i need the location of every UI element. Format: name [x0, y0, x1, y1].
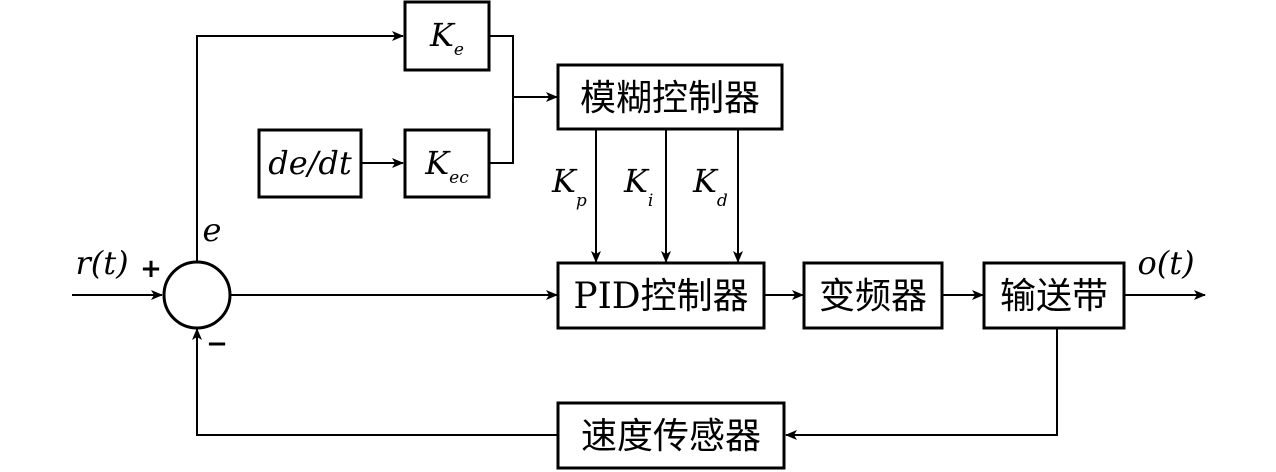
error-to-ke-wire: [196, 31, 404, 262]
derivative-block: [257, 128, 363, 199]
kd-label: Kd: [692, 162, 728, 211]
kec-gain-block: [403, 128, 491, 199]
ki-label: Ki: [623, 162, 653, 211]
ke-gain-label: Ke: [429, 16, 464, 60]
output-signal-label: o(t): [1137, 244, 1194, 282]
minus-sign: −: [206, 329, 228, 359]
kec-gain-label: Kec: [424, 144, 469, 188]
fuzzy-controller-label: 模糊控制器: [580, 78, 760, 119]
speed-sensor-label: 速度传感器: [581, 416, 761, 457]
pid-controller-block: [556, 261, 766, 330]
input-signal-label: r(t): [75, 244, 128, 282]
derivative-label: de/dt: [268, 144, 352, 182]
conveyor-belt-block: [982, 261, 1126, 330]
summing-junction: [162, 260, 232, 330]
kp-label: Kp: [551, 162, 587, 211]
error-signal-label: e: [203, 211, 222, 249]
conveyor-to-sensor-wire: [785, 328, 1058, 440]
pid-controller-label: PID控制器: [573, 276, 748, 317]
feedback-wire: [192, 328, 557, 436]
conveyor-belt-label: 输送带: [1000, 276, 1108, 317]
inverter-block: [802, 261, 944, 330]
ke-to-merge-wire: [490, 35, 514, 164]
ke-gain-block: [403, 0, 491, 72]
inverter-label: 变频器: [819, 276, 927, 317]
speed-sensor-block: [556, 401, 786, 470]
plus-sign: +: [140, 254, 162, 284]
fuzzy-controller-block: [556, 63, 784, 131]
